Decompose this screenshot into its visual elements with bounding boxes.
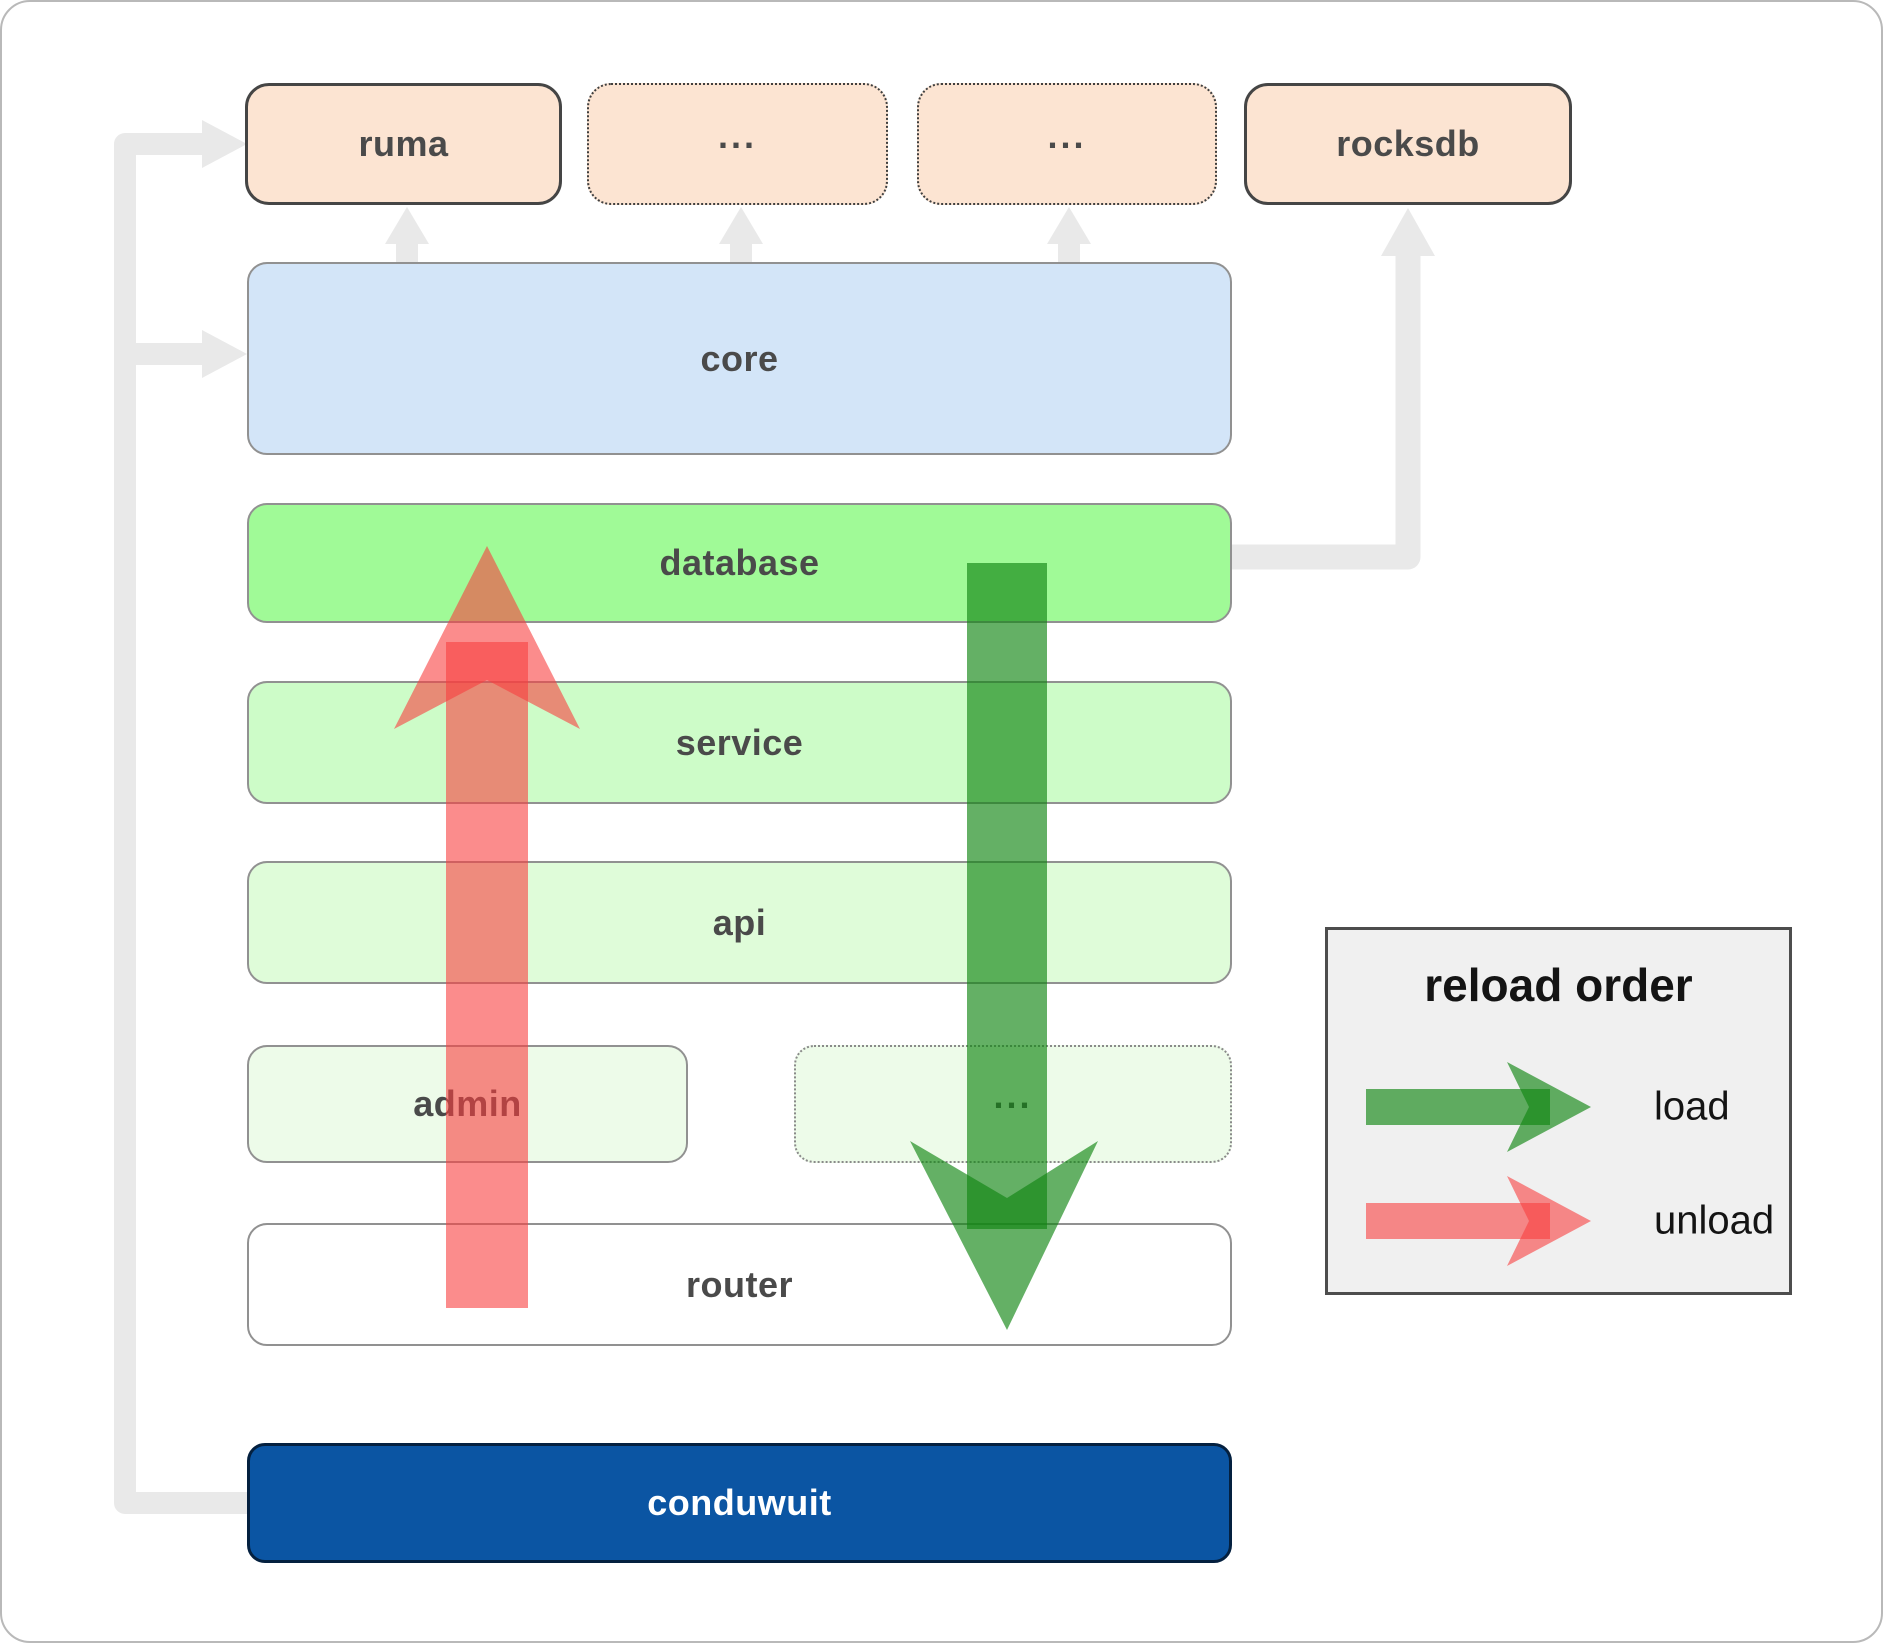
legend-label-load: load [1654, 1084, 1730, 1129]
node-conduwuit: conduwuit [247, 1443, 1232, 1563]
arrowhead-into-ruma-icon [202, 120, 247, 168]
node-database-label: database [659, 542, 820, 583]
node-services-more: ... [794, 1045, 1232, 1163]
node-api-label: api [712, 901, 767, 943]
connector-arrowheads [202, 120, 247, 378]
arrowhead-into-core-icon [202, 330, 247, 378]
database-to-rocksdb-connector [1232, 208, 1435, 570]
arrowhead-into-dep-b-icon [1047, 207, 1091, 244]
node-service-label: service [675, 721, 804, 763]
conduwuit-to-ruma-core-connector [114, 133, 247, 1514]
node-admin: admin [247, 1045, 688, 1163]
arrowhead-into-dep-a-icon [719, 207, 763, 244]
node-router-label: router [685, 1263, 793, 1305]
node-ruma: ruma [245, 83, 562, 205]
legend-title: reload order [1424, 959, 1693, 1011]
arrowhead-into-rocksdb-icon [1381, 208, 1435, 256]
node-dependency-a: ... [587, 83, 888, 205]
node-dependency-a-label: ... [717, 115, 757, 156]
legend-label-unload: unload [1654, 1198, 1775, 1243]
arrowhead-into-ruma-bottom-icon [385, 207, 429, 244]
node-rocksdb-label: rocksdb [1336, 123, 1480, 164]
node-core-label: core [700, 337, 779, 379]
node-core: core [247, 262, 1232, 455]
node-dependency-b-label: ... [1047, 115, 1087, 156]
node-database: database [247, 503, 1232, 623]
core-to-dependencies-arrows [385, 207, 1091, 264]
node-admin-label: admin [413, 1083, 522, 1124]
node-rocksdb: rocksdb [1244, 83, 1572, 205]
node-services-more-label: ... [993, 1075, 1033, 1116]
node-ruma-label: ruma [358, 123, 449, 164]
node-router: router [247, 1223, 1232, 1346]
node-dependency-b: ... [917, 83, 1217, 205]
node-service: service [247, 681, 1232, 804]
node-api: api [247, 861, 1232, 984]
node-conduwuit-label: conduwuit [647, 1482, 832, 1523]
